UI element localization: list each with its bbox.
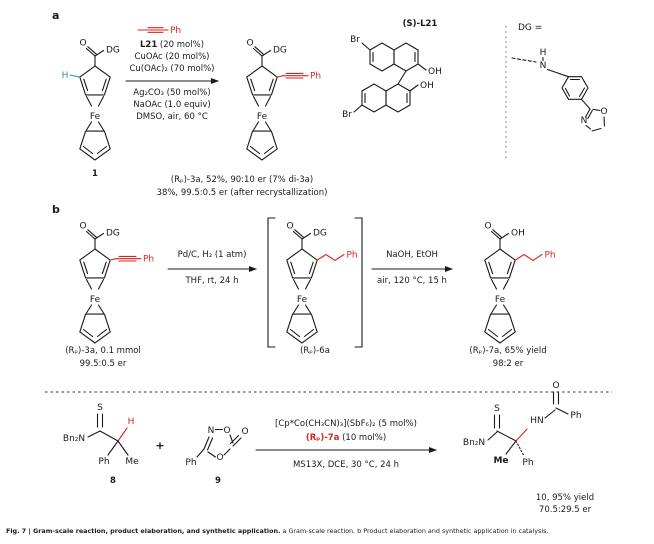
panel-a-label: a (52, 9, 59, 22)
bromine-top-label: Br (350, 35, 360, 45)
structure-3a-panel-b (78, 220, 155, 344)
bromine-bottom-label: Br (342, 110, 352, 120)
methyl-label: Me (125, 457, 139, 467)
phenyl-label: Ph (170, 26, 181, 36)
dioxazolone-n-label: N (208, 426, 215, 436)
phenylacetylene-reagent: Ph (137, 26, 181, 36)
phenyl-label: Ph (98, 457, 109, 467)
caption-title: Fig. 7 | Gram-scale reaction, product el… (6, 527, 281, 535)
product-7a-yield-line: (Rₚ)-7a, 65% yield (469, 346, 546, 356)
condition-naoh: NaOH, EtOH (386, 250, 438, 260)
start-3a-amount-line: (Rₚ)-3a, 0.1 mmol (65, 346, 141, 356)
structure-8: Bn₂N S H Ph Me 8 (63, 403, 139, 486)
condition-ms13x: MS13X, DCE, 30 °C, 24 h (293, 460, 399, 470)
plus-sign: + (155, 439, 164, 452)
dg-structure: H N N O (511, 48, 608, 132)
panel-b-label: b (52, 203, 60, 216)
figure-caption: Fig. 7 | Gram-scale reaction, product el… (6, 527, 548, 535)
structure-1: H (62, 37, 121, 161)
product-10-er-line: 70.5:29.5 er (539, 505, 592, 515)
scheme-canvas: Fe O DG O OH Ph (45, 9, 612, 515)
catalysis-arrow: [Cp*Co(CH₃CN)₃](SbF₆)₂ (5 mol%) (Rₚ)-7a … (255, 419, 437, 470)
condition-naoac: NaOAc (1.0 equiv) (133, 100, 210, 110)
phenyl-label: Ph (185, 458, 196, 468)
hydrogenation-arrow: Pd/C, H₂ (1 atm) THF, rt, 24 h (167, 250, 257, 286)
condition-ag2co3: Ag₂CO₃ (50 mol%) (133, 88, 210, 98)
hydrolysis-arrow: NaOH, EtOH air, 120 °C, 15 h (371, 250, 453, 286)
dibenzylamino-label: Bn₂N (63, 434, 85, 444)
product-10-yield-line: 10, 95% yield (536, 493, 594, 503)
thiocarbonyl-s-label: S (494, 404, 500, 414)
compound-1-number: 1 (92, 169, 98, 179)
dg-equals-label: DG = (518, 23, 542, 33)
compound-9-number: 9 (215, 476, 221, 486)
structure-7a (483, 220, 557, 344)
methyl-wedge-label: Me (493, 456, 508, 466)
condition-air-120: air, 120 °C, 15 h (377, 276, 447, 286)
structure-3a-panel-a (245, 37, 322, 161)
nh-hydrogen-label: H (540, 48, 547, 58)
carbonyl-o-label: O (552, 381, 559, 391)
condition-7a-catalyst: (Rₚ)-7a (10 mol%) (306, 433, 386, 443)
amide-nitrogen-label: N (540, 61, 547, 71)
structure-6a (285, 220, 359, 344)
compound-8-number: 8 (110, 476, 116, 486)
panel-a-conditions: L21 (20 mol%) CuOAc (20 mol%) Cu(OAc)₂ (… (125, 40, 219, 122)
left-bracket (267, 217, 276, 348)
phenyl-hash-label: Ph (522, 458, 533, 468)
hydroxyl-top-label: OH (428, 67, 442, 77)
structure-9: Ph N O O O 9 (185, 426, 248, 486)
condition-cuoac: CuOAc (20 mol%) (135, 52, 210, 62)
dioxazolone-o1-label: O (223, 426, 230, 436)
product-3a-yield-line: (Rₚ)-3a, 52%, 90:10 er (7% di-3a) (171, 175, 313, 185)
condition-thf: THF, rt, 24 h (184, 276, 238, 286)
benzoyl-phenyl-label: Ph (570, 411, 581, 421)
right-bracket (354, 217, 363, 348)
thiocarbonyl-s-label: S (97, 403, 103, 413)
condition-ligand: L21 (20 mol%) (140, 40, 204, 50)
caption-text: a Gram-scale reaction. b Product elabora… (280, 527, 549, 535)
ch-hydrogen-label: H (62, 71, 69, 81)
intermediate-6a-label: (Rₚ)-6a (300, 346, 330, 356)
start-3a-er-line: 99.5:0.5 er (80, 359, 127, 369)
oxazoline-nitrogen-label: N (581, 116, 588, 126)
condition-cuoac2: Cu(OAc)₂ (70 mol%) (129, 64, 214, 74)
hydroxyl-bottom-label: OH (420, 81, 434, 91)
product-3a-recryst-line: 38%, 99.5:0.5 er (after recrystallizatio… (157, 188, 328, 198)
reactive-ch-label: H (128, 417, 135, 427)
amide-nh-label: HN (530, 416, 544, 426)
dioxazolone-o4-label: O (216, 453, 223, 463)
condition-cobalt-catalyst: [Cp*Co(CH₃CN)₃](SbF₆)₂ (5 mol%) (275, 419, 417, 429)
ligand-l21-structure: Br OH OH Br (342, 35, 442, 120)
condition-dmso: DMSO, air, 60 °C (136, 112, 208, 122)
dibenzylamino-label: Bn₂N (463, 438, 485, 448)
condition-pdc-h2: Pd/C, H₂ (1 atm) (178, 250, 247, 260)
oxazoline-oxygen-label: O (600, 107, 607, 117)
product-7a-er-line: 98:2 er (493, 359, 524, 369)
exocyclic-o-label: O (241, 427, 248, 437)
ligand-l21-title: (S)-L21 (403, 19, 438, 29)
structure-10: S Bn₂N Me Ph HN O Ph 10, 95% yield 70.5:… (463, 381, 594, 515)
